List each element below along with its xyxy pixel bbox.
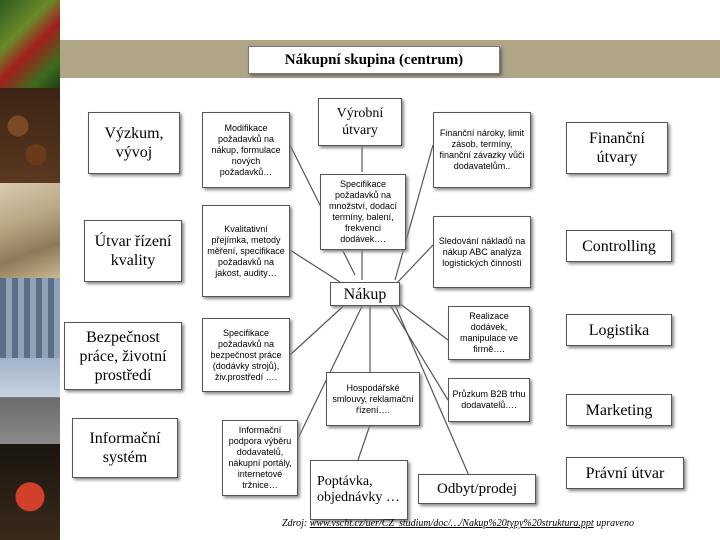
desc-research: Modifikace požadavků na nákup, formulace… [202,112,290,188]
desc-safety-text: Specifikace požadavků na bezpečnost prác… [210,327,282,382]
unit-marketing-label: Marketing [585,401,653,419]
unit-safety-label: Bezpečnost práce, životní prostředí [79,328,167,384]
unit-logistics: Logistika [566,314,672,346]
center-purchasing: Nákup [330,282,400,306]
desc-finance-text: Finanční nároky, limit zásob, termíny, f… [439,128,525,171]
source-note: Zdroj: www.vscht.cz/uer/CZ_studium/doc/…… [282,518,634,529]
unit-marketing: Marketing [566,394,672,426]
sacks-image [0,183,60,278]
unit-quality: Útvar řízení kvality [84,220,182,282]
inquiry-box: Poptávka, objednávky … [310,460,408,520]
desc-logistics-text: Realizace dodávek, manipulace ve firmě…. [459,311,519,354]
desc-marketing-text: Průzkum B2B trhu dodavatelů…. [452,389,526,410]
sales-label: Odbyt/prodej [437,480,517,497]
warehouse-image [0,278,60,358]
coffee-plant-image [0,0,60,88]
photo-strip [0,0,60,540]
source-prefix: Zdroj: [282,518,310,529]
unit-information-system-label: Informační systém [89,430,161,466]
sales-box: Odbyt/prodej [418,474,536,504]
desc-research-text: Modifikace požadavků na nákup, formulace… [211,122,281,177]
source-suffix: upraveno [593,518,634,529]
desc-controlling: Sledování nákladů na nákup ABC analýza l… [433,216,531,288]
unit-logistics-label: Logistika [588,321,650,339]
unit-controlling: Controlling [566,230,672,262]
desc-finance: Finanční nároky, limit zásob, termíny, f… [433,112,531,188]
center-purchasing-label: Nákup [343,285,387,303]
truck-image [0,358,60,444]
desc-quality: Kvalitativní přejímka, metody měření, sp… [202,205,290,297]
inquiry-label: Poptávka, objednávky … [317,474,400,505]
unit-finance-label: Finanční útvary [589,130,645,166]
unit-quality-label: Útvar řízení kvality [94,233,172,269]
desc-information: Informační podpora výběru dodavatelů, ná… [222,420,298,496]
desc-marketing: Průzkum B2B trhu dodavatelů…. [448,378,530,422]
desc-production: Specifikace požadavků na množství, dodac… [320,174,406,250]
desc-logistics: Realizace dodávek, manipulace ve firmě…. [448,306,530,360]
unit-safety: Bezpečnost práce, životní prostředí [64,322,182,390]
open-sign-image [0,444,60,540]
unit-legal: Právní útvar [566,457,684,489]
desc-production-text: Specifikace požadavků na množství, dodac… [328,179,398,244]
unit-production: Výrobní útvary [318,98,402,146]
desc-safety: Specifikace požadavků na bezpečnost prác… [202,318,290,392]
desc-contracts-text: Hospodářské smlouvy, reklamační řízení…. [332,382,414,415]
unit-controlling-label: Controlling [582,237,656,255]
desc-quality-text: Kvalitativní přejímka, metody měření, sp… [207,223,285,278]
unit-production-label: Výrobní útvary [336,106,384,138]
unit-research-label: Výzkum, vývoj [104,125,164,161]
unit-legal-label: Právní útvar [585,464,665,482]
desc-information-text: Informační podpora výběru dodavatelů, ná… [228,425,292,490]
coffee-beans-image [0,88,60,183]
source-link[interactable]: www.vscht.cz/uer/CZ_studium/doc/…/Nakup%… [309,518,594,529]
unit-information-system: Informační systém [72,418,178,478]
unit-research: Výzkum, vývoj [88,112,180,174]
unit-finance: Finanční útvary [566,122,668,174]
desc-contracts: Hospodářské smlouvy, reklamační řízení…. [326,372,420,426]
desc-controlling-text: Sledování nákladů na nákup ABC analýza l… [438,235,526,268]
diagram-title: Nákupní skupina (centrum) [248,46,500,74]
